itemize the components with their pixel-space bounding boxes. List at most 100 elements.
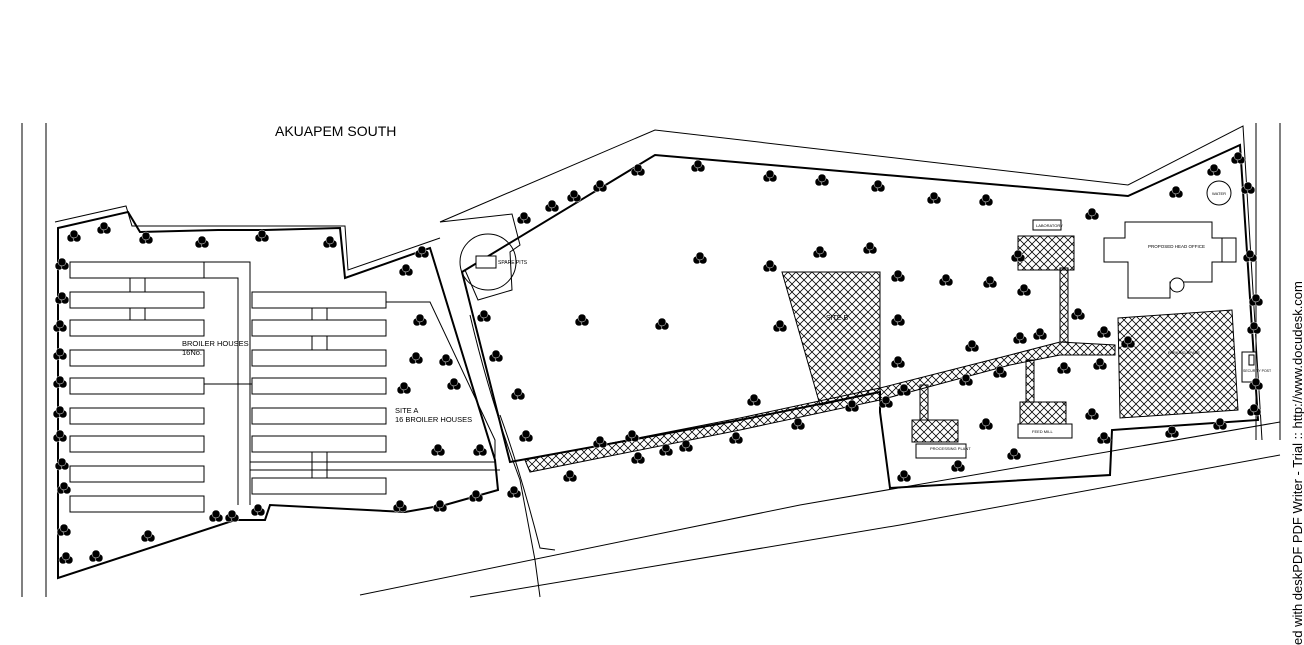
tree-symbol [938,273,954,287]
head-office-label: PROPOSED HEAD OFFICE [1148,244,1205,249]
tree-symbol [890,355,906,369]
tree-symbol [476,309,492,323]
tree-symbol [566,189,582,203]
tree-symbol [56,523,72,537]
tree-symbol [878,395,894,409]
tree-symbol [510,387,526,401]
tree-symbol [692,251,708,265]
feed-mill: FEED MILL [1017,359,1073,439]
spare-pits-label: SPARE PITS [498,260,528,266]
tree-symbol [844,399,860,413]
tree-symbol [964,339,980,353]
tree-symbol [1010,249,1026,263]
tree-symbol [1084,407,1100,421]
tree-symbol [812,245,828,259]
tree-symbol [52,347,68,361]
tree-symbol [978,193,994,207]
tree-symbol [1246,321,1262,335]
tree-symbol [208,509,224,523]
trees [52,151,1264,565]
tree-symbol [1096,431,1112,445]
tree-symbol [896,469,912,483]
tree-symbol [1164,425,1180,439]
tree-symbol [958,373,974,387]
pdf-watermark: ed with deskPDF PDF Writer - Trial :: ht… [1290,281,1304,645]
tree-symbol [1012,331,1028,345]
tree-symbol [896,383,912,397]
tree-symbol [982,275,998,289]
tree-symbol [1084,207,1100,221]
tree-symbol [630,451,646,465]
tree-symbol [728,431,744,445]
tree-symbol [1056,361,1072,375]
feed-mill-label: FEED MILL [1032,429,1053,434]
tree-symbol [472,443,488,457]
tree-symbol [518,429,534,443]
broiler-group-label: BROILER HOUSES [182,339,249,348]
tree-symbol [488,349,504,363]
tree-symbol [224,509,240,523]
tree-symbol [1230,151,1246,165]
tree-symbol [446,377,462,391]
tree-symbol [250,503,266,517]
tree-symbol [66,229,82,243]
tree-symbol [138,231,154,245]
tree-symbol [52,319,68,333]
tree-symbol [438,353,454,367]
security-label: SECURITY POST [1243,369,1272,373]
tree-symbol [978,417,994,431]
site-b-area [781,271,881,406]
tree-symbol [1032,327,1048,341]
tree-symbol [54,257,70,271]
head-office [1103,221,1237,299]
tree-symbol [1248,377,1264,391]
tree-symbol [1246,403,1262,417]
tree-symbol [392,499,408,513]
tree-symbol [432,499,448,513]
processing-plant: PROCESSING PLANT [911,384,971,459]
tree-symbol [574,313,590,327]
tree-symbol [52,405,68,419]
tree-symbol [926,191,942,205]
tree-symbol [506,485,522,499]
tree-symbol [544,199,560,213]
tree-symbol [398,263,414,277]
site-a-drives [129,261,500,505]
tree-symbol [1092,357,1108,371]
tree-symbol [1206,163,1222,177]
tree-symbol [1016,283,1032,297]
tree-symbol [430,443,446,457]
tree-symbol [870,179,886,193]
tree-symbol [814,173,830,187]
tree-symbol [630,163,646,177]
tree-symbol [890,269,906,283]
tree-symbol [468,489,484,503]
broiler-group-count: 16No. [182,348,202,357]
parking-area [1117,309,1239,419]
tree-symbol [140,529,156,543]
site-b-label: SITE B [826,315,849,322]
parking-label: PARKING SPACE [1168,350,1200,355]
tree-symbol [54,457,70,471]
tree-symbol [52,375,68,389]
tree-symbol [516,211,532,225]
water-tank: WATER [1206,180,1232,206]
tree-symbol [1120,335,1136,349]
tree-symbol [890,313,906,327]
tree-symbol [58,551,74,565]
tree-symbol [746,393,762,407]
water-tank-label: WATER [1212,191,1226,196]
laboratory-label: LABORATORY [1036,223,1063,228]
tree-symbol [412,313,428,327]
tree-symbol [54,291,70,305]
tree-symbol [762,169,778,183]
tree-symbol [592,435,608,449]
tree-symbol [1240,181,1256,195]
tree-symbol [1248,293,1264,307]
tree-symbol [624,429,640,443]
tree-symbol [592,179,608,193]
road [359,314,1281,598]
tree-symbol [1242,249,1258,263]
tree-symbol [408,351,424,365]
spare-pits: SPARE PITS [459,233,528,291]
